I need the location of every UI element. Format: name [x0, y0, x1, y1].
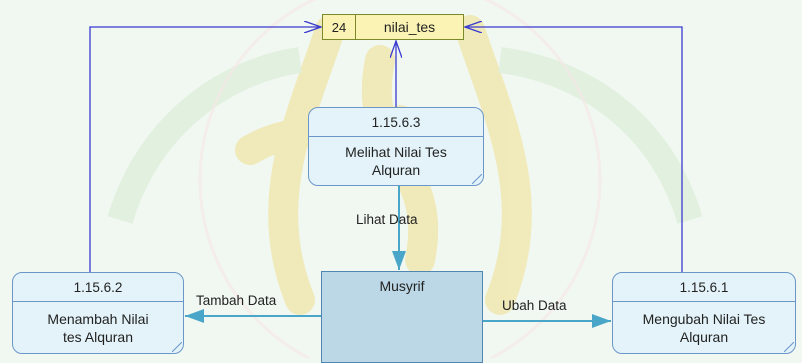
process-id: 1.15.6.3 [309, 108, 483, 137]
process-id: 1.15.6.2 [13, 273, 183, 302]
process-melihat-nilai[interactable]: 1.15.6.3 Melihat Nilai Tes Alquran [308, 107, 484, 186]
flow-label-lihat-data: Lihat Data [356, 212, 418, 227]
external-entity-musyrif[interactable]: Musyrif [321, 271, 483, 363]
process-mengubah-nilai[interactable]: 1.15.6.1 Mengubah Nilai Tes Alquran [612, 272, 796, 354]
corner-fold-icon [172, 342, 182, 352]
data-store-number: 24 [323, 15, 356, 39]
flow-update-to-store [465, 27, 683, 272]
process-menambah-nilai[interactable]: 1.15.6.2 Menambah Nilai tes Alquran [12, 272, 184, 354]
entity-name: Musyrif [379, 278, 425, 294]
flow-label-ubah-data: Ubah Data [502, 298, 567, 313]
data-store[interactable]: 24 nilai_tes [322, 14, 464, 40]
corner-fold-icon [784, 342, 794, 352]
process-name: Mengubah Nilai Tes Alquran [642, 310, 766, 345]
process-name: Menambah Nilai tes Alquran [47, 310, 149, 345]
process-name: Melihat Nilai Tes Alquran [345, 144, 447, 178]
corner-fold-icon [472, 174, 482, 184]
data-store-name: nilai_tes [383, 19, 436, 35]
flow-add-to-store [89, 27, 321, 272]
flow-label-tambah-data: Tambah Data [196, 293, 277, 308]
process-id: 1.15.6.1 [613, 273, 795, 302]
